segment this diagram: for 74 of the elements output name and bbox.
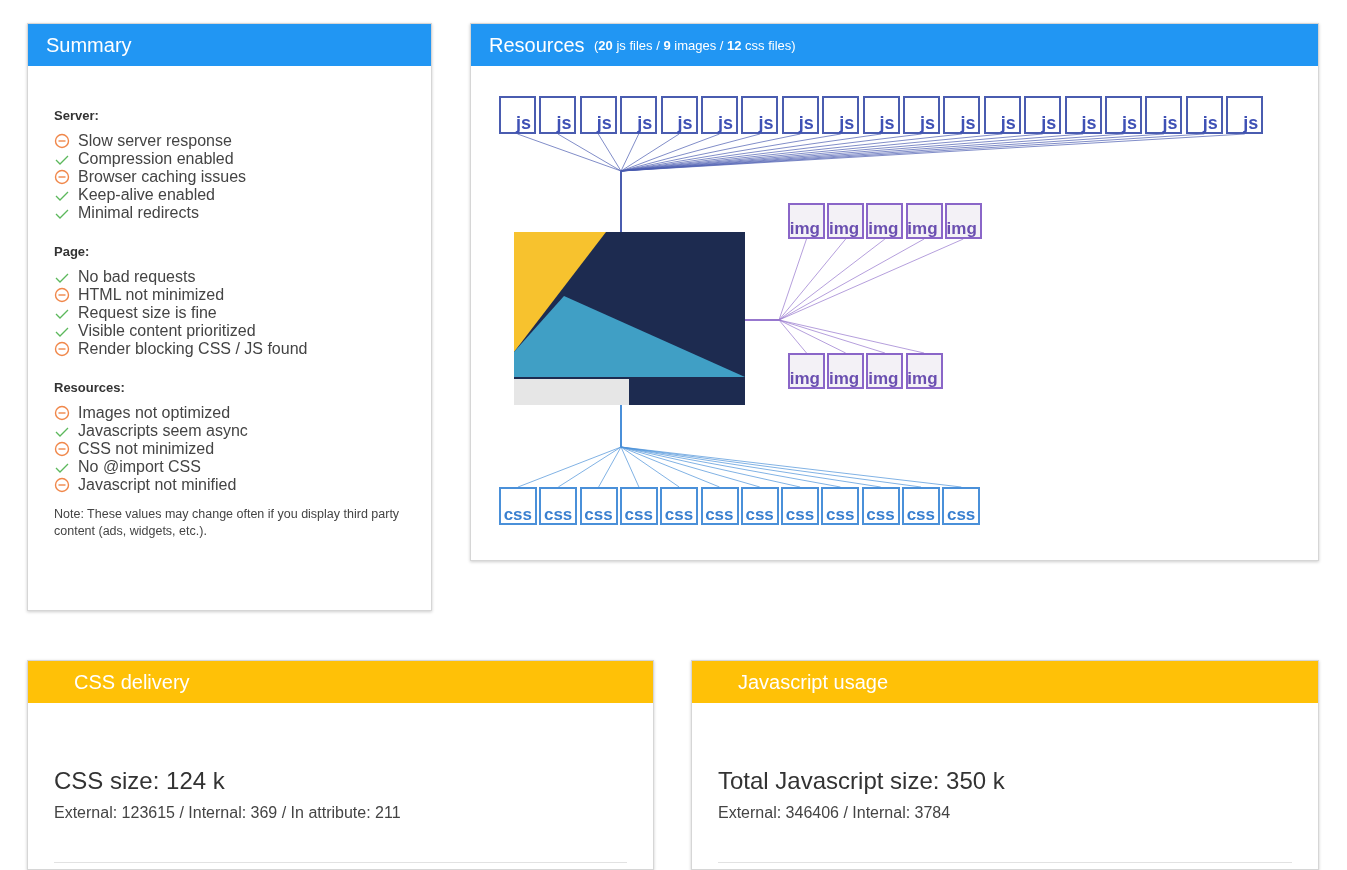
card-panel: [27, 660, 654, 870]
js-file-icon: js: [620, 96, 658, 134]
css-file-icon: css: [740, 487, 779, 525]
js-file-icon: js: [903, 96, 940, 134]
status-text: Minimal redirects: [78, 204, 199, 222]
img-file-icon: img: [788, 203, 825, 239]
css-file-icon: css: [579, 487, 618, 525]
css-file-icon: css: [861, 487, 900, 525]
img-file-icon: img: [866, 353, 904, 389]
css-file-icon: css: [700, 487, 739, 525]
resource-counts: (20 js files / 9 images / 12 css files): [594, 37, 796, 55]
js-file-icon: js: [1024, 96, 1062, 134]
status-text: Slow server response: [78, 132, 232, 150]
status-text: No @import CSS: [78, 458, 201, 476]
js-file-icon: js: [579, 96, 617, 134]
css-file-icon: css: [660, 487, 699, 525]
panel-title: Resources: [489, 33, 585, 58]
img-file-icon: img: [788, 353, 825, 389]
js-file-icon: js: [983, 96, 1021, 134]
panel-title: Javascript usage: [738, 671, 889, 693]
status-text: Browser caching issues: [78, 168, 247, 186]
status-text: Javascript not minified: [78, 476, 237, 494]
js-file-icon: js: [539, 96, 577, 134]
size-heading: CSS size: 124 k: [54, 767, 225, 795]
css-file-icon: css: [902, 487, 940, 525]
js-file-icon: js: [822, 96, 860, 134]
status-text: Visible content prioritized: [78, 322, 256, 340]
img-file-icon: img: [866, 203, 904, 239]
page-screenshot: [514, 232, 745, 405]
img-file-icon: img: [827, 353, 865, 389]
js-file-icon: js: [1105, 96, 1142, 134]
img-file-icon: img: [905, 353, 943, 389]
panel-title: CSS delivery: [74, 671, 190, 693]
js-file-icon: js: [1145, 96, 1183, 134]
img-file-icon: img: [905, 203, 943, 239]
js-file-icon: js: [741, 96, 779, 134]
status-text: CSS not minimized: [78, 440, 215, 458]
section-heading: Server:: [54, 108, 99, 123]
section-heading: Resources:: [54, 380, 125, 395]
status-text: Compression enabled: [78, 150, 234, 168]
panel-title: Summary: [46, 34, 132, 56]
status-text: No bad requests: [78, 268, 196, 286]
status-text: Keep-alive enabled: [78, 186, 215, 204]
status-text: Request size is fine: [78, 304, 217, 322]
css-file-icon: css: [781, 487, 820, 525]
status-text: Render blocking CSS / JS found: [78, 340, 308, 358]
css-file-icon: css: [821, 487, 860, 525]
js-file-icon: js: [660, 96, 698, 134]
status-text: Images not optimized: [78, 404, 231, 422]
css-file-icon: css: [499, 487, 537, 525]
status-text: Javascripts seem async: [78, 422, 248, 440]
card-panel: [691, 660, 1319, 870]
img-file-icon: img: [827, 203, 865, 239]
card-panel: [27, 23, 432, 611]
js-file-icon: js: [1226, 96, 1264, 134]
section-heading: Page:: [54, 244, 90, 259]
js-file-icon: js: [781, 96, 819, 134]
js-file-icon: js: [943, 96, 981, 134]
js-file-icon: js: [862, 96, 900, 134]
size-heading: Total Javascript size: 350 k: [718, 767, 1005, 795]
css-file-icon: css: [619, 487, 658, 525]
size-breakdown: External: 346406 / Internal: 3784: [718, 804, 951, 822]
js-file-icon: js: [499, 96, 536, 134]
js-file-icon: js: [1064, 96, 1102, 134]
status-text: HTML not minimized: [78, 286, 225, 304]
css-file-icon: css: [539, 487, 578, 525]
css-file-icon: css: [942, 487, 981, 525]
img-file-icon: img: [944, 203, 982, 239]
note-text: Note: These values may change often if you display third party content (ads, widgets, etc.).: [54, 506, 404, 540]
js-file-icon: js: [1185, 96, 1223, 134]
card-panel: [470, 23, 1319, 561]
size-breakdown: External: 123615 / Internal: 369 / In attribute: 211: [54, 804, 401, 822]
connector-line: [744, 319, 925, 354]
js-file-icon: js: [701, 96, 738, 134]
